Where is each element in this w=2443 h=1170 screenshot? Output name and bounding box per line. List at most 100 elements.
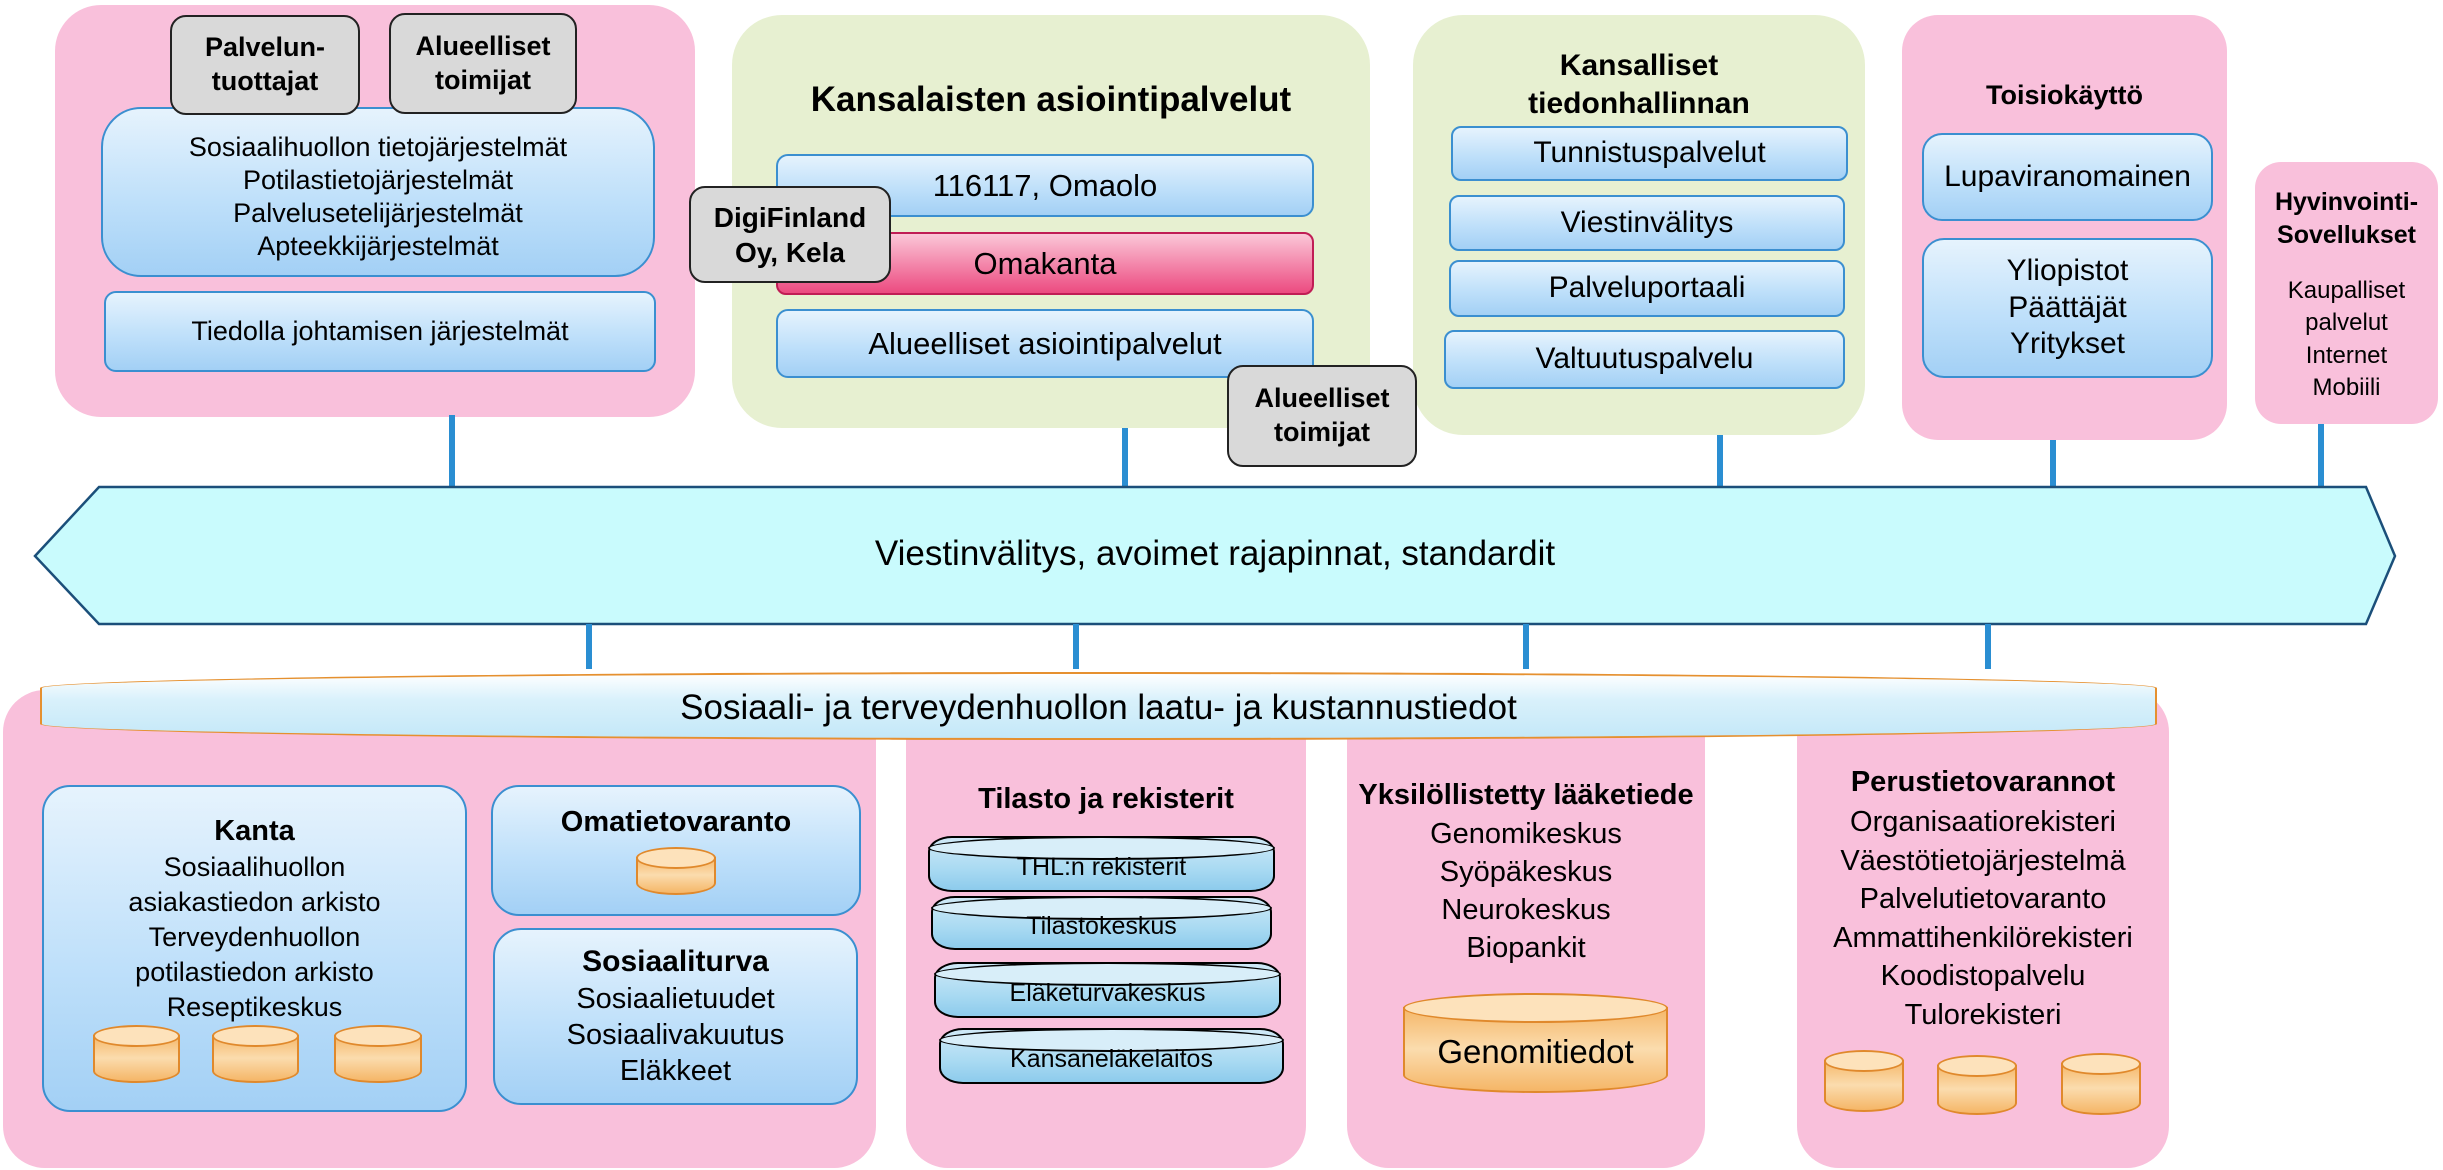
connector-line	[1122, 428, 1128, 487]
tag-digifinland-kela: DigiFinland Oy, Kela	[689, 186, 891, 283]
registry-label: Eläketurvakeskus	[1009, 978, 1206, 1007]
base-register-item: Organisaatiorekisteri	[1850, 806, 2116, 838]
kanta-line: potilastiedon arkisto	[135, 956, 374, 987]
leadership-systems-box: Tiedolla johtamisen järjestelmät	[104, 291, 656, 372]
service-label: Viestinvälitys	[1560, 205, 1734, 239]
kanta-title: Kanta	[214, 815, 295, 847]
bus-label: Viestinvälitys, avoimet rajapinnat, stan…	[874, 534, 1556, 573]
system-item: Apteekkijärjestelmät	[257, 230, 499, 261]
wellbeing-item: Mobiili	[2312, 374, 2381, 402]
service-label: 116117, Omaolo	[932, 167, 1158, 203]
precision-medicine-item: Syöpäkeskus	[1439, 855, 1613, 888]
system-item: Potilastietojärjestelmät	[242, 165, 514, 196]
kanta-line: Terveydenhuollon	[148, 922, 361, 953]
tag-regional-actors: Alueelliset toimijat	[389, 13, 577, 114]
precision-medicine-item: Neurokeskus	[1441, 893, 1611, 926]
sosiaaliturva-item: Sosiaalietuudet	[576, 982, 775, 1015]
omatietovaranto-title: Omatietovaranto	[560, 806, 792, 838]
quality-data-bar	[40, 672, 2157, 740]
database-icon	[93, 1025, 180, 1083]
registry-label: Kansaneläkelaitos	[1010, 1044, 1213, 1073]
service-regional: Alueelliset asiointipalvelut	[776, 309, 1314, 378]
wellbeing-item: Kaupalliset	[2287, 277, 2406, 304]
genomitiedot-label: Genomitiedot	[1437, 1033, 1634, 1070]
secondary-use-title: Toisiokäyttö	[1985, 80, 2144, 110]
service-label: Palveluportaali	[1548, 271, 1746, 305]
tag-label: Alueelliset toimijat	[415, 30, 551, 95]
panel-wellbeing-apps	[2255, 162, 2438, 424]
base-register-item: Koodistopalvelu	[1880, 960, 2086, 993]
citizen-services-title: Kansalaisten asiointipalvelut	[810, 80, 1292, 119]
connector-line	[1073, 624, 1079, 669]
national-identification: Tunnistuspalvelut	[1451, 126, 1848, 181]
wellbeing-item: Internet	[2305, 341, 2388, 369]
precision-medicine-item: Biopankit	[1466, 931, 1586, 964]
service-label: Alueelliset asiointipalvelut	[868, 325, 1222, 361]
secondary-user-item: Päättäjät	[2008, 290, 2127, 324]
connector-line	[1985, 624, 1991, 669]
service-label: Valtuutuspalvelu	[1535, 342, 1754, 376]
system-item: Sosiaalihuollon tietojärjestelmät	[188, 132, 568, 163]
connector-line	[1717, 435, 1723, 487]
connector-line	[586, 624, 592, 669]
statistics-title: Tilasto ja rekisterit	[978, 783, 1234, 815]
connector-line	[2318, 424, 2324, 487]
tag-label: Palvelun- tuottajat	[204, 32, 326, 96]
connector-line	[1523, 624, 1529, 669]
base-registers-title: Perustietovarannot	[1850, 766, 2116, 798]
wellbeing-title: Hyvinvointi- Sovellukset	[2274, 188, 2419, 249]
base-register-item: Palvelutietovaranto	[1859, 883, 2107, 916]
connector-line	[449, 415, 455, 487]
national-portal: Palveluportaali	[1449, 260, 1845, 317]
bus-arrow-shape	[33, 485, 2397, 626]
secondary-user-item: Yritykset	[2009, 327, 2125, 361]
base-register-item: Ammattihenkilörekisteri	[1833, 921, 2133, 954]
registry-thl: THL:n rekisterit	[928, 836, 1275, 892]
secondary-user-item: Yliopistot	[2006, 254, 2129, 288]
kanta-line: Reseptikeskus	[166, 991, 343, 1022]
database-icon	[2061, 1053, 2141, 1115]
sosiaaliturva-title: Sosiaaliturva	[582, 945, 769, 979]
wellbeing-item: palvelut	[2305, 309, 2388, 337]
registry-eteva: Eläketurvakeskus	[934, 962, 1281, 1018]
national-messaging: Viestinvälitys	[1449, 195, 1845, 251]
registry-kela: Kansaneläkelaitos	[939, 1028, 1284, 1084]
kanta-line: asiakastiedon arkisto	[128, 887, 381, 918]
registry-tilastokeskus: Tilastokeskus	[931, 896, 1272, 950]
registry-label: THL:n rekisterit	[1016, 852, 1187, 881]
sosiaaliturva-item: Sosiaalivakuutus	[566, 1019, 785, 1052]
genomitiedot-database	[1403, 993, 1668, 1093]
tag-label: Alueelliset toimijat	[1254, 383, 1390, 447]
service-label: Tunnistuspalvelut	[1533, 136, 1766, 170]
database-icon	[1824, 1050, 1904, 1112]
leadership-systems-label: Tiedolla johtamisen järjestelmät	[191, 316, 569, 347]
service-label: Omakanta	[973, 245, 1117, 281]
connector-line	[2050, 440, 2056, 487]
database-icon	[1937, 1055, 2017, 1115]
precision-medicine-item: Genomikeskus	[1430, 818, 1622, 850]
base-register-item: Tulorekisteri	[1904, 998, 2062, 1031]
system-item: Palvelusetelijärjestelmät	[233, 198, 523, 228]
national-services-title: Kansalliset tiedonhallinnan	[1528, 49, 1750, 120]
sosiaaliturva-item: Eläkkeet	[619, 1055, 732, 1088]
registry-label: Tilastokeskus	[1026, 911, 1177, 940]
tag-label: DigiFinland Oy, Kela	[713, 201, 867, 268]
base-register-item: Väestötietojärjestelmä	[1840, 844, 2126, 877]
precision-medicine-title: Yksilöllistetty lääketiede	[1358, 779, 1694, 811]
kanta-line: Sosiaalihuollon	[163, 852, 346, 883]
database-icon	[636, 847, 716, 895]
permit-authority: Lupaviranomainen	[1922, 133, 2213, 221]
tag-service-providers: Palvelun- tuottajat	[170, 15, 360, 115]
database-icon	[212, 1025, 299, 1083]
